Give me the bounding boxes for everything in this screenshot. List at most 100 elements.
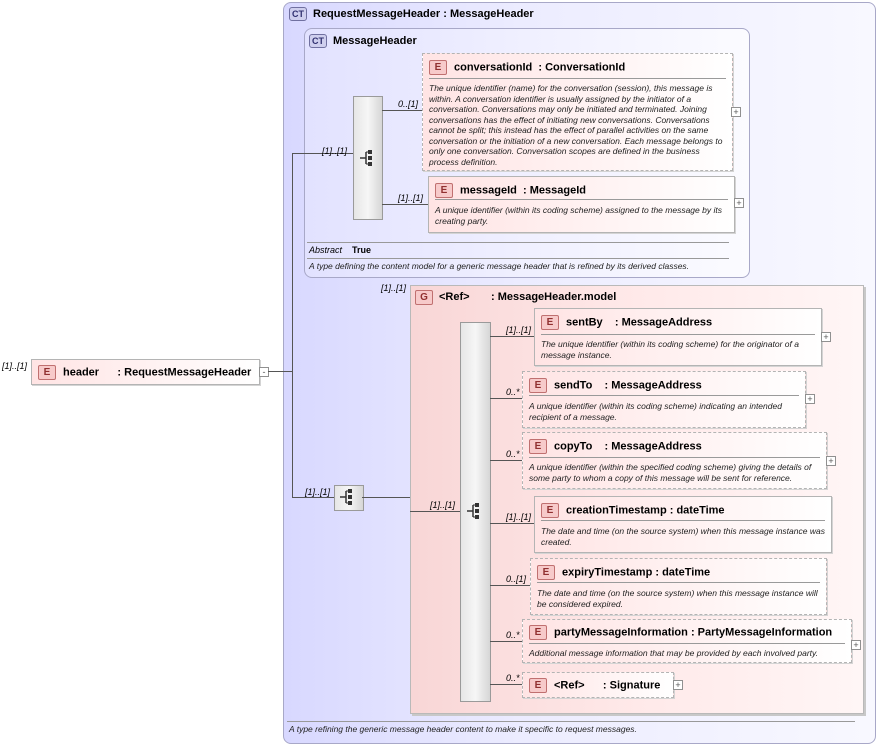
multiplicity-label: [1]..[1]: [398, 193, 424, 203]
group-multiplicity: [1]..[1]: [381, 283, 407, 293]
element-doc: The unique identifier (within its coding…: [541, 339, 799, 360]
connector-line: [490, 585, 530, 586]
element-doc: The date and time (on the source system)…: [537, 588, 818, 609]
expand-icon[interactable]: +: [673, 680, 683, 690]
connector-line: [490, 684, 522, 685]
element-name: messageId: [460, 184, 517, 197]
multiplicity-label: 0..*: [506, 387, 520, 397]
element-type: : dateTime: [655, 566, 711, 579]
element-name: expiryTimestamp: [562, 566, 653, 579]
element-doc: The unique identifier (name) for the con…: [429, 83, 723, 167]
element-icon: E: [529, 439, 547, 454]
element-type: : ConversationId: [538, 61, 626, 74]
element-icon: E: [38, 365, 56, 380]
outer-ct-header: CT RequestMessageHeader : MessageHeader: [289, 7, 534, 21]
inner-ct-doc: A type defining the content model for a …: [309, 261, 690, 271]
element-type: : MessageId: [523, 184, 586, 197]
multiplicity-label: 0..[1]: [398, 99, 419, 109]
ct-badge-icon: CT: [289, 7, 307, 21]
element-doc: A unique identifier (within its coding s…: [435, 205, 722, 226]
separator: [537, 582, 820, 583]
connector-line: [268, 371, 292, 372]
connector-line: [292, 497, 334, 498]
expand-icon[interactable]: +: [821, 332, 831, 342]
element-name: creationTimestamp: [566, 504, 667, 517]
connector-line: [382, 204, 428, 205]
connector-line: [490, 398, 522, 399]
connector-line: [362, 497, 410, 498]
inner-ct-title: MessageHeader: [333, 35, 417, 47]
element-type: : MessageAddress: [614, 316, 713, 329]
element-doc: Additional message information that may …: [529, 648, 819, 658]
separator: [429, 78, 726, 79]
multiplicity-label: 0..*: [506, 630, 520, 640]
element-icon: E: [529, 625, 547, 640]
element-icon: E: [529, 678, 547, 693]
collapse-icon[interactable]: -: [259, 367, 269, 377]
connector-line: [490, 523, 534, 524]
sequence-icon: [340, 489, 352, 505]
separator: [529, 395, 799, 396]
multiplicity-label: 0..[1]: [506, 574, 527, 584]
connector-line: [292, 153, 293, 498]
element-name: header: [63, 366, 100, 379]
element-name: conversationId: [454, 61, 533, 74]
element-name: sentBy: [566, 316, 603, 329]
expand-icon[interactable]: +: [734, 198, 744, 208]
element-doc: A unique identifier (within its coding s…: [529, 401, 782, 422]
element-icon: E: [541, 315, 559, 330]
separator: [541, 334, 815, 335]
expand-icon[interactable]: +: [731, 107, 741, 117]
element-type: : RequestMessageHeader: [117, 366, 252, 379]
multiplicity-label: [1]..[1]: [430, 500, 456, 510]
outer-ct-title: RequestMessageHeader : MessageHeader: [313, 8, 534, 20]
abstract-value: True: [352, 245, 372, 255]
multiplicity-label: [1]..[1]: [506, 512, 532, 522]
separator: [435, 199, 728, 200]
element-icon: E: [537, 565, 555, 580]
separator: [529, 457, 820, 458]
connector-line: [490, 336, 534, 337]
element-Signature-ref[interactable]: E<Ref> : Signature: [522, 672, 674, 698]
element-name: <Ref>: [554, 679, 585, 692]
root-multiplicity: [1]..[1]: [2, 361, 28, 371]
inner-ct-separator: [307, 258, 729, 259]
inner-ct-separator: [307, 242, 729, 243]
connector-line: [410, 511, 460, 512]
element-type: : MessageAddress: [604, 379, 702, 392]
expand-icon[interactable]: +: [826, 456, 836, 466]
element-icon: E: [435, 183, 453, 198]
element-type: : MessageAddress: [604, 440, 702, 453]
multiplicity-label: 0..*: [506, 673, 520, 683]
element-doc: The date and time (on the source system)…: [541, 526, 825, 547]
expand-icon[interactable]: +: [851, 640, 861, 650]
element-icon: E: [429, 60, 447, 75]
ct-badge-icon: CT: [309, 34, 327, 48]
outer-ct-doc: A type refining the generic message head…: [289, 724, 637, 734]
element-name: copyTo: [554, 440, 593, 453]
element-type: : PartyMessageInformation: [690, 626, 833, 639]
group-ref: <Ref>: [439, 291, 470, 303]
connector-line: [490, 641, 522, 642]
element-icon: E: [541, 503, 559, 518]
sequence-icon: [360, 150, 372, 166]
multiplicity-label: 0..*: [506, 449, 520, 459]
expand-icon[interactable]: +: [805, 394, 815, 404]
sequence-icon: [467, 503, 479, 519]
abstract-label: Abstract: [309, 245, 343, 255]
inner-ct-header: CT MessageHeader: [309, 34, 417, 48]
separator: [541, 520, 825, 521]
connector-line: [382, 110, 422, 111]
element-name: sendTo: [554, 379, 593, 392]
connector-line: [292, 153, 353, 154]
element-name: partyMessageInformation: [554, 626, 688, 639]
